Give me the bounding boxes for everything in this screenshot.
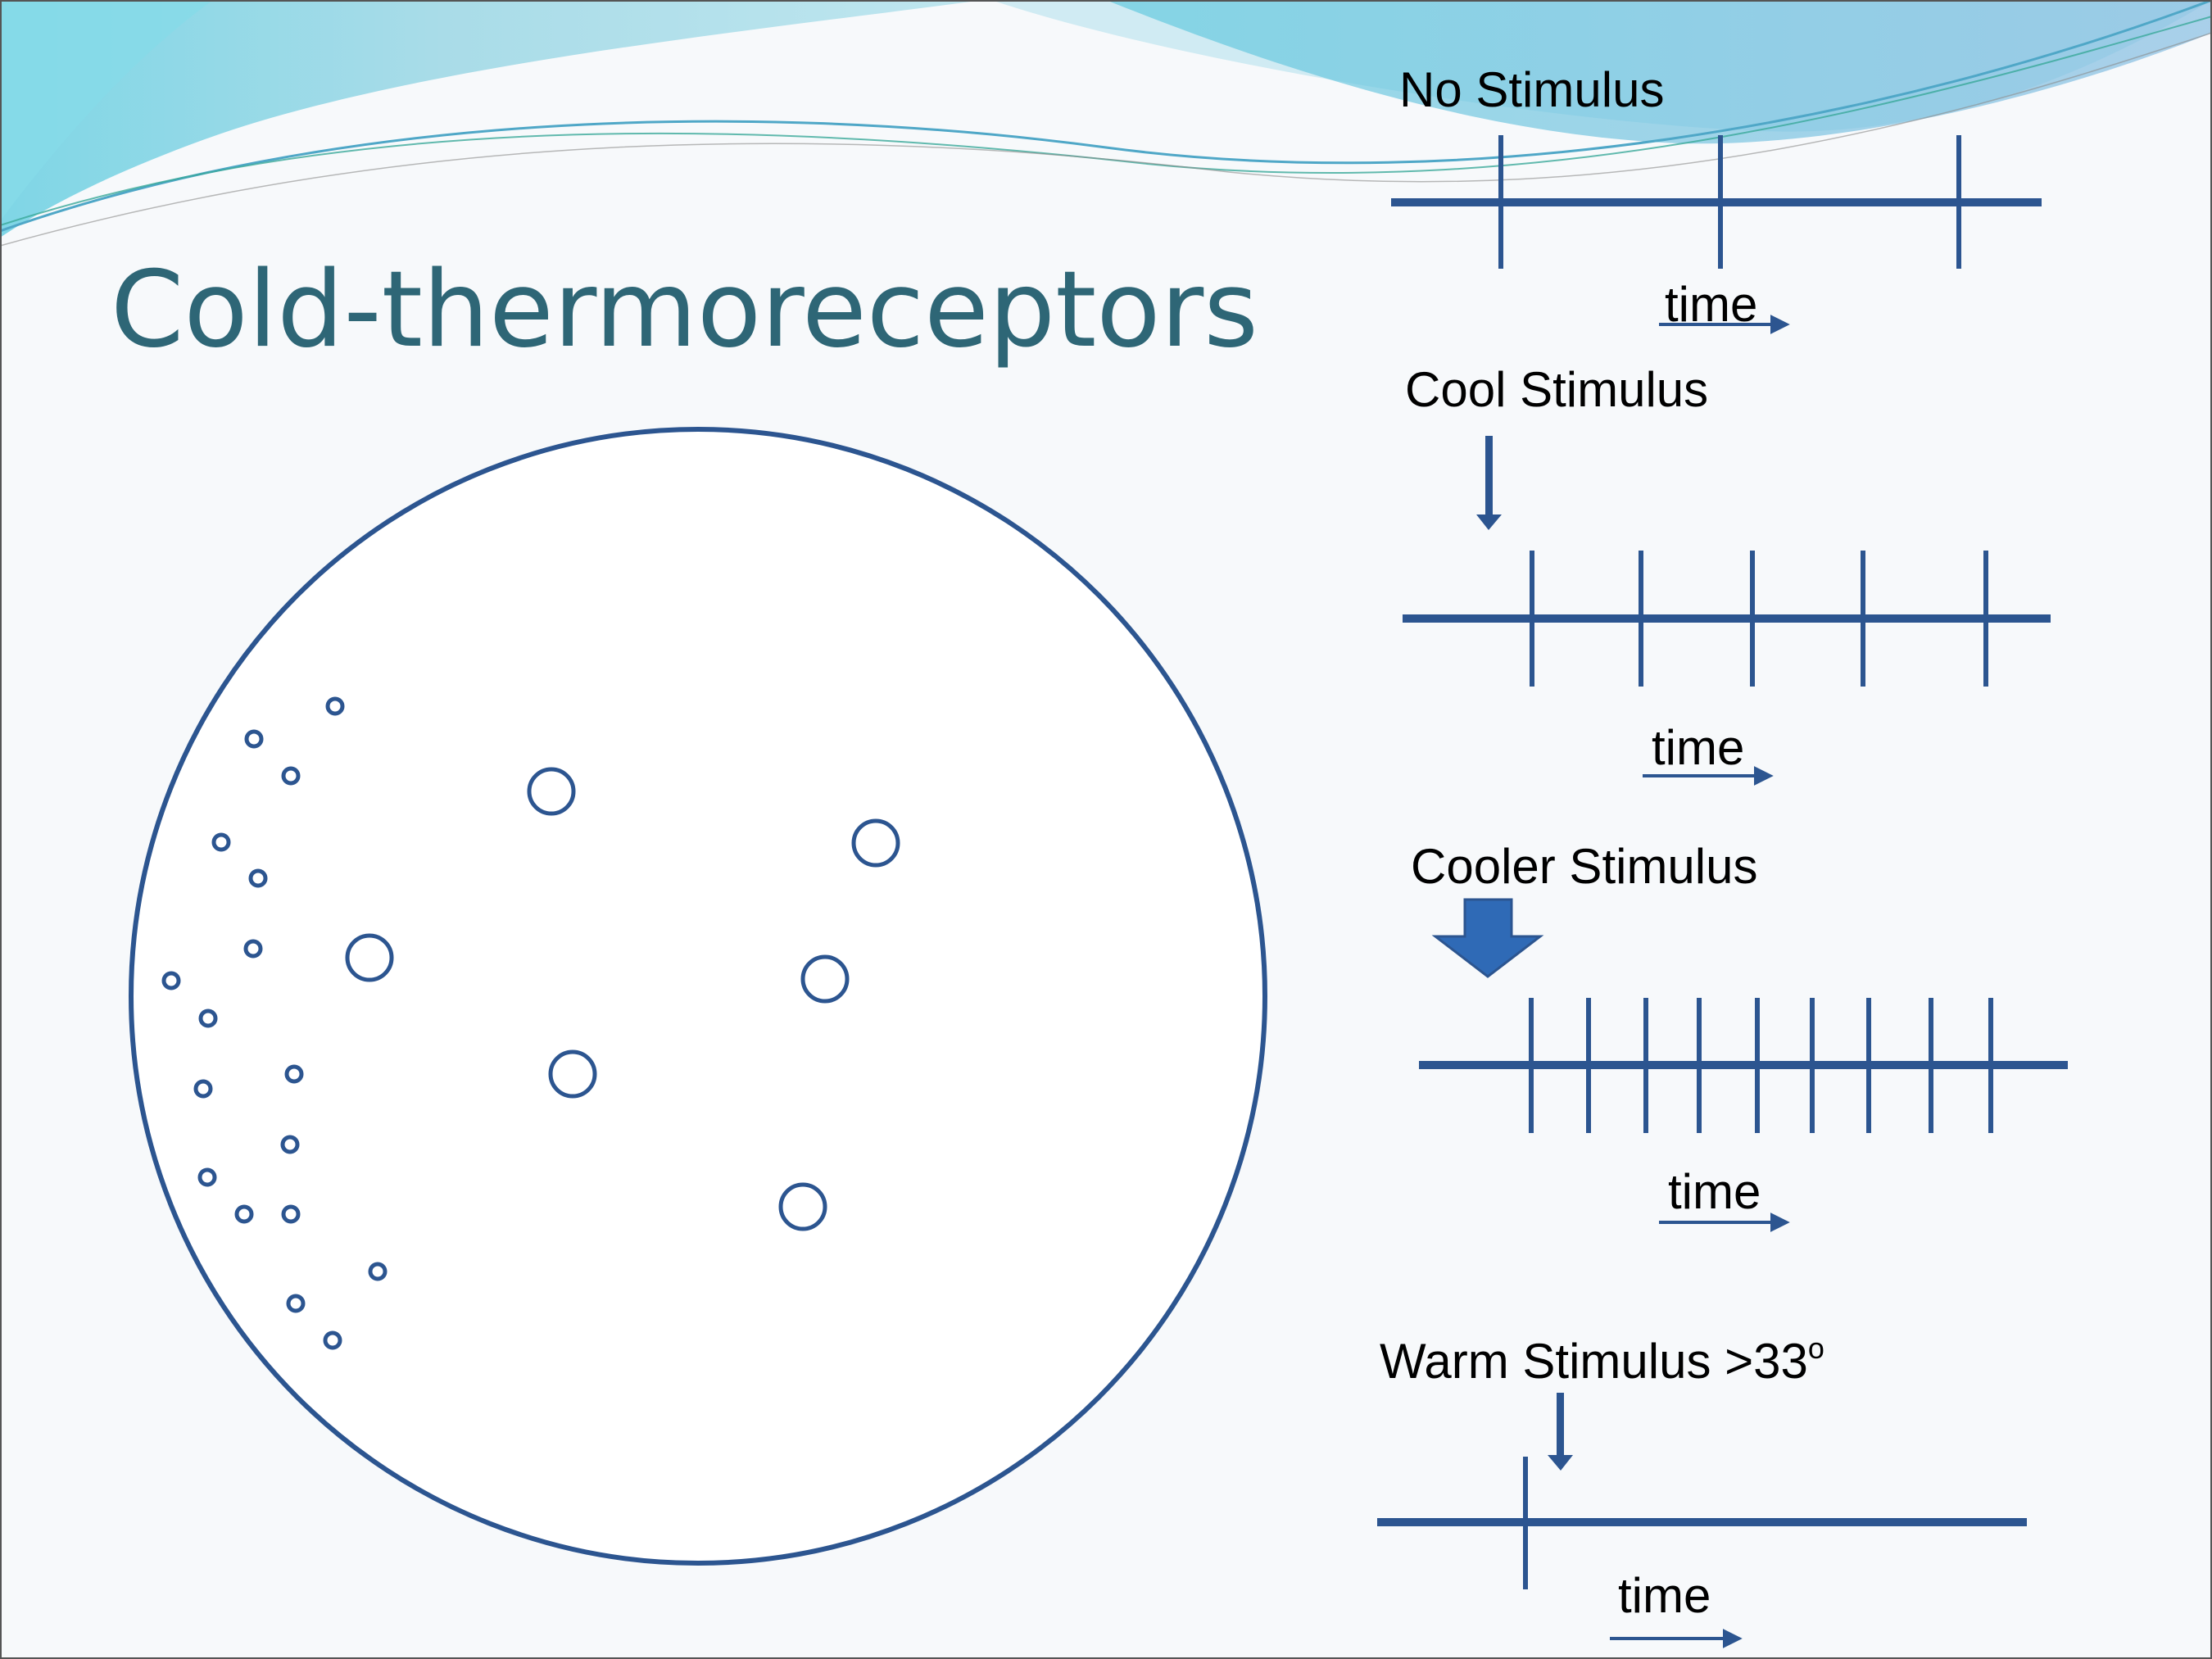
small-receptor (248, 868, 268, 888)
panel-label-cool-stimulus: Cool Stimulus (1405, 362, 1708, 417)
skin-patch-circle (129, 427, 1267, 1566)
panel-label-warm-stimulus: Warm Stimulus >33o (1380, 1331, 1824, 1389)
small-receptor (243, 939, 263, 959)
small-receptor (284, 1064, 304, 1084)
skin-diagram (129, 427, 1267, 1566)
small-receptor (368, 1262, 388, 1281)
large-receptor (800, 954, 850, 1004)
small-receptor (197, 1167, 217, 1187)
thin-down-arrow-icon (1476, 436, 1502, 530)
time-label: time (1618, 1568, 1711, 1623)
large-receptor-group (345, 767, 900, 1231)
large-receptor (345, 933, 394, 982)
panel-no-stimulus: No Stimulus time (1391, 62, 2042, 334)
time-label: time (1668, 1164, 1761, 1219)
small-receptor (323, 1330, 342, 1350)
panel-cooler-stimulus: Cooler Stimulus time (1411, 839, 2068, 1232)
large-receptor (548, 1049, 597, 1099)
slide-title: Cold-thermoreceptors (111, 249, 1258, 371)
small-receptor (198, 1009, 218, 1028)
large-receptor (851, 818, 900, 868)
small-receptor (325, 696, 345, 716)
small-receptor (234, 1204, 254, 1224)
panel-cool-stimulus: Cool Stimulus time (1403, 362, 2051, 786)
block-down-arrow-icon (1431, 898, 1544, 978)
spike-train (1529, 998, 1993, 1133)
small-receptor (211, 832, 231, 852)
time-label: time (1652, 720, 1744, 775)
header-banner (0, 0, 2212, 247)
degree-superscript: o (1808, 1331, 1824, 1365)
spike-train (1498, 135, 1961, 269)
large-receptor (778, 1182, 827, 1231)
small-receptor (280, 1135, 300, 1154)
small-receptor (193, 1079, 213, 1099)
large-receptor (527, 767, 576, 816)
thin-down-arrow-icon (1548, 1393, 1573, 1471)
panel-label-cooler-stimulus: Cooler Stimulus (1411, 839, 1758, 894)
spike-train (1530, 551, 1988, 687)
small-receptor (161, 971, 181, 990)
small-receptor (286, 1294, 306, 1313)
small-receptor-group (161, 696, 388, 1350)
panel-warm-stimulus: Warm Stimulus >33o time (1377, 1331, 2027, 1648)
time-label: time (1665, 277, 1757, 332)
small-receptor (244, 729, 264, 749)
small-receptor (281, 766, 301, 786)
small-receptor (281, 1204, 301, 1224)
panel-label-no-stimulus: No Stimulus (1399, 62, 1664, 117)
